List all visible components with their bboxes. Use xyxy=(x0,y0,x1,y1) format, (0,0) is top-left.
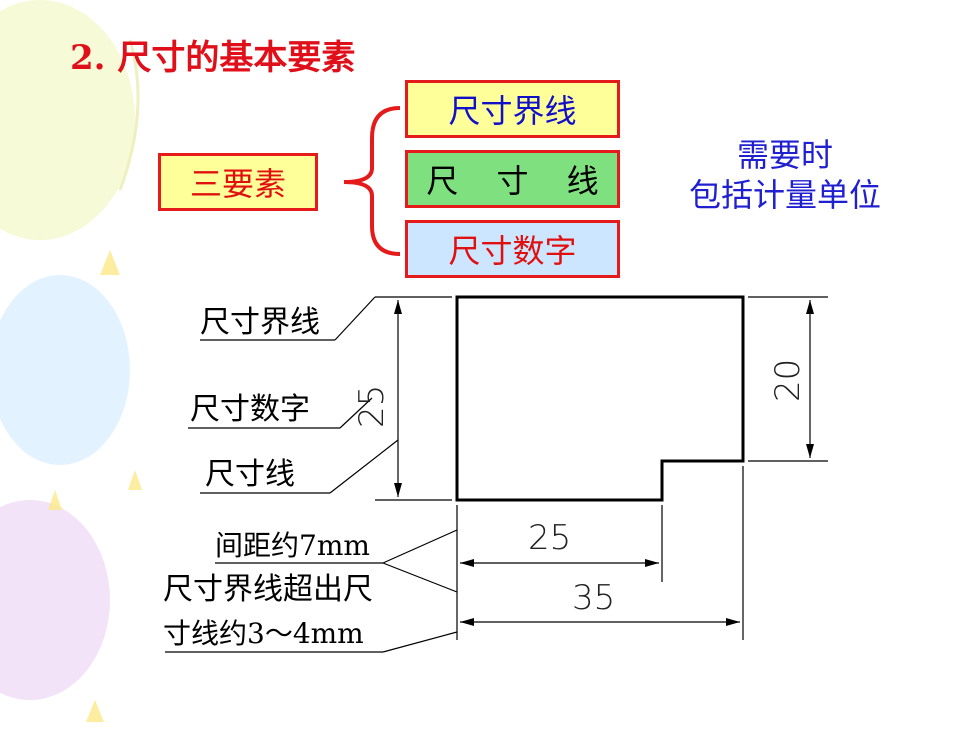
dimension-number-box: 尺寸数字 xyxy=(405,220,620,278)
unit-note-line1: 需要时 xyxy=(736,136,833,174)
dimension-line-box: 尺 寸 线 xyxy=(405,150,620,208)
label-overshoot-1: 尺寸界线超出尺 xyxy=(163,572,373,607)
dim-bottom-25: 25 xyxy=(528,518,572,558)
dim-left-25: 25 xyxy=(352,384,392,428)
leader-extension-line xyxy=(334,296,376,341)
unit-note: 需要时 包括计量单位 xyxy=(660,135,910,215)
label-dimension-number: 尺寸数字 xyxy=(190,392,310,427)
three-elements-box: 三要素 xyxy=(158,153,318,211)
label-spacing: 间距约7mm xyxy=(215,529,370,562)
leader-dimension-number xyxy=(339,397,373,429)
page-title: 2. 尺寸的基本要素 xyxy=(70,38,356,78)
leader-dimension-line xyxy=(329,439,399,494)
label-overshoot-2: 寸线约3～4mm xyxy=(163,617,364,650)
label-extension-line: 尺寸界线 xyxy=(200,305,320,340)
dim-bottom-35: 35 xyxy=(572,578,616,618)
dim-right-20: 20 xyxy=(768,358,808,402)
unit-note-line2: 包括计量单位 xyxy=(688,176,881,214)
leader-spacing xyxy=(382,529,458,564)
label-dimension-line: 尺寸线 xyxy=(205,457,295,492)
extension-line-box: 尺寸界线 xyxy=(405,80,620,138)
leader-overshoot xyxy=(382,631,458,653)
part-outline xyxy=(455,295,745,502)
